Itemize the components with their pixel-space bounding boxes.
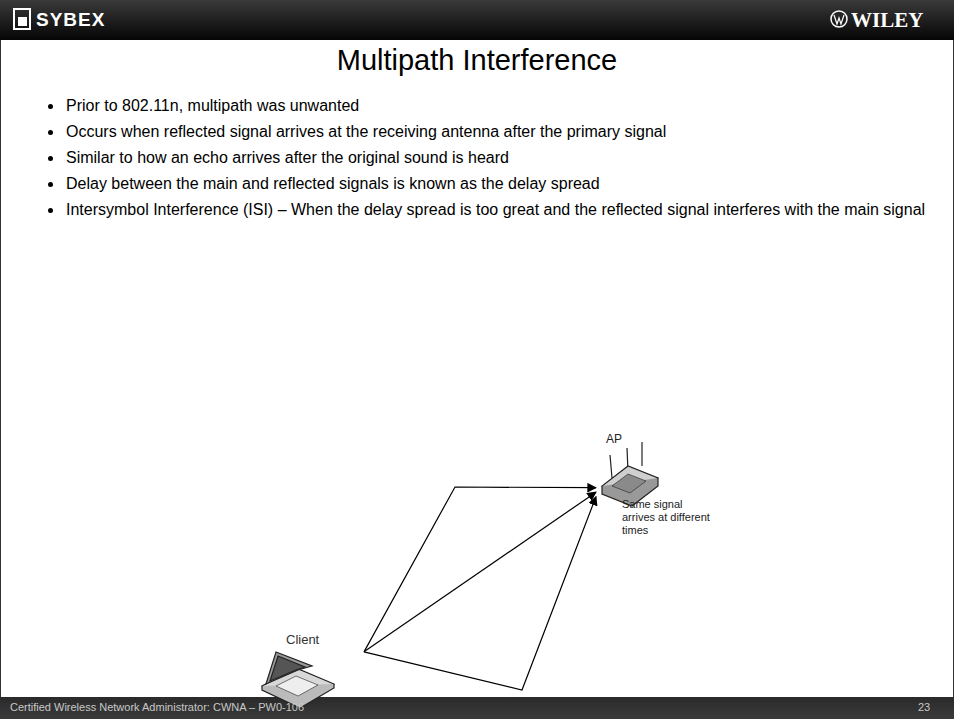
page-number: 23 [918,701,930,713]
bullet-dot [48,130,53,135]
slide-title: Multipath Interference [0,44,954,77]
publisher-logo: SYBEX [36,9,105,31]
signal-path [364,492,596,652]
device-node: Client [268,630,364,708]
logo-mark [14,9,30,29]
bullet-text: Occurs when reflected signal arrives at … [66,122,926,142]
bullet-text: Similar to how an echo arrives after the… [66,148,926,168]
signal-path [364,487,596,652]
laptop-icon [262,652,334,708]
bullet-text: Intersymbol Interference (ISI) – When th… [66,200,926,220]
access-point-icon [602,442,658,506]
bullet-text: Delay between the main and reflected sig… [66,174,926,194]
header-bar [0,0,954,40]
footer-text: Certified Wireless Network Administrator… [10,701,304,713]
logo-mark [831,11,847,27]
bullet-dot [48,208,53,213]
bullet-dot [48,104,53,109]
device-label: Client [286,632,319,647]
device-label: AP [606,432,622,446]
device-note: Same signal arrives at different times [622,498,714,537]
bullet-text: Prior to 802.11n, multipath was unwanted [66,96,926,116]
bullet-dot [48,182,53,187]
bullet-dot [48,156,53,161]
logo-mark [834,15,844,24]
publisher-logo: WILEY [851,8,923,33]
signal-path [364,497,596,690]
device-node: AP Same signal arrives at different times [596,430,716,541]
